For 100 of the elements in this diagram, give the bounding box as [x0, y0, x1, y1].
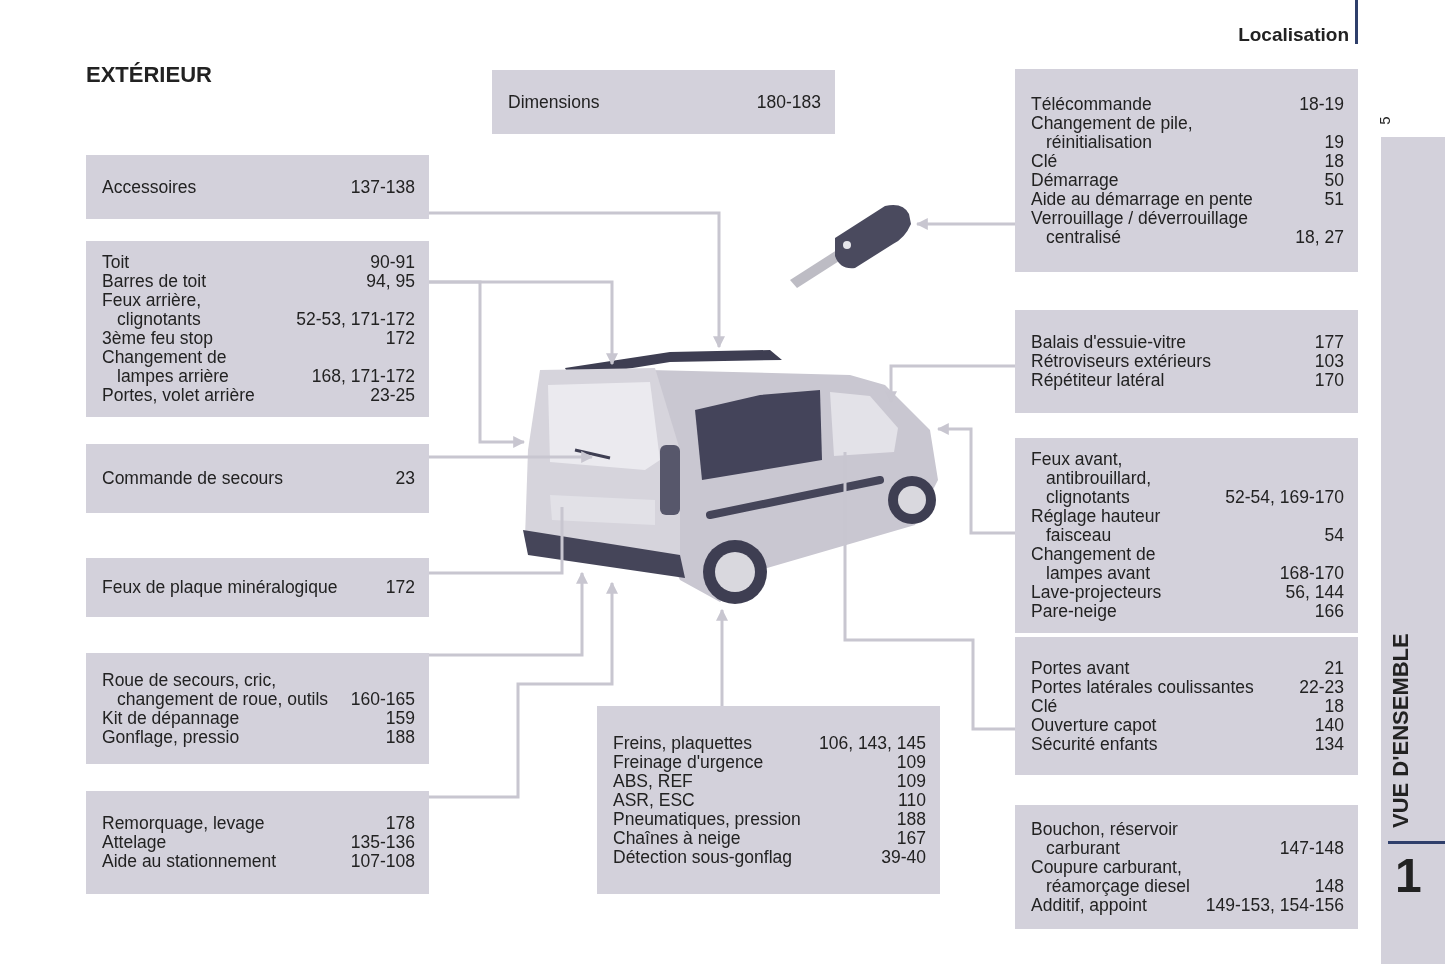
topic-text: Ouverture capot: [1031, 715, 1158, 735]
page-reference: 19: [1323, 132, 1344, 152]
page-reference: 21: [1323, 658, 1344, 678]
page-reference: 39-40: [880, 847, 926, 867]
arrow: [429, 211, 725, 349]
page-reference: 109: [895, 752, 926, 772]
topic-text: Détection sous-gonflag: [613, 847, 793, 867]
page-reference: 166: [1313, 602, 1344, 621]
page-reference: 18-19: [1298, 94, 1344, 114]
topic-text: 3ème feu stop: [102, 329, 214, 348]
page-reference: 178: [384, 814, 415, 833]
topic-text: Aide au démarrage en pente: [1031, 189, 1254, 209]
page-reference: 18: [1323, 696, 1344, 716]
index-panel: [1015, 310, 1358, 413]
topic-text: Changement de pile, réinitialisation: [1031, 113, 1194, 152]
arrow: [429, 451, 594, 463]
section-header: Localisation: [1238, 24, 1349, 46]
topic-text: Changement de lampes avant: [1031, 545, 1157, 583]
topic-text: Coupure carburant, réamorçage diesel: [1031, 857, 1191, 896]
page-reference: 94, 95: [365, 272, 415, 291]
page-reference: 56, 144: [1284, 583, 1344, 602]
topic-text: ABS, REF: [613, 771, 693, 791]
arrow: [429, 581, 618, 799]
page-reference: 109: [895, 771, 926, 791]
arrow: [429, 280, 526, 448]
topic-text: Changement de lampes arrière: [102, 348, 230, 386]
topic-text: Rétroviseurs extérieurs: [1031, 352, 1212, 371]
topic-text: Feux de plaque minéralogique: [102, 578, 339, 597]
topic-text: Pare-neige: [1031, 602, 1117, 621]
page-reference: 134: [1313, 734, 1344, 754]
page-reference: 103: [1314, 352, 1344, 371]
topic-text: Clé: [1031, 151, 1059, 171]
topic-text: Portes avant: [1031, 658, 1131, 678]
page-reference: 188: [384, 727, 415, 747]
topic-text: Feux avant, antibrouillard, clignotants: [1031, 450, 1153, 507]
section-title: EXTÉRIEUR: [86, 62, 212, 88]
page-reference: 172: [385, 578, 415, 597]
page-reference: 149-153, 154-156: [1205, 895, 1344, 915]
topic-text: Freins, plaquettes: [613, 733, 754, 753]
index-panel: [86, 444, 429, 513]
topic-text: Remorquage, levage: [102, 814, 266, 833]
page-reference: 137-138: [350, 177, 415, 197]
page-reference: 52-53, 171-172: [296, 310, 415, 329]
index-panel: [86, 558, 429, 617]
topic-text: Bouchon, réservoir carburant: [1031, 819, 1179, 858]
page-reference: 188: [895, 809, 926, 829]
topic-text: Kit de dépannage: [102, 708, 241, 728]
page-reference: 22-23: [1299, 677, 1344, 697]
topic-text: Feux arrière, clignotants: [102, 291, 203, 329]
topic-text: Commande de secours: [102, 469, 284, 488]
page-reference: 23-25: [369, 386, 415, 405]
index-panel: [86, 155, 429, 219]
page-reference: 90-91: [369, 253, 415, 272]
topic-text: Démarrage: [1031, 170, 1120, 190]
topic-text: Attelage: [102, 833, 167, 852]
page-reference: 140: [1313, 715, 1344, 735]
index-panel: [1015, 69, 1358, 272]
page-reference: 18, 27: [1295, 227, 1344, 247]
page-reference: 147-148: [1278, 838, 1344, 858]
arrow: [936, 423, 1015, 535]
leader-line: [843, 452, 1015, 731]
page-reference: 167: [895, 828, 926, 848]
page-reference: 177: [1314, 333, 1344, 352]
index-panel: [86, 653, 429, 764]
page-reference: 54: [1323, 526, 1344, 545]
topic-text: Portes latérales coulissantes: [1031, 677, 1255, 697]
page-reference: 180-183: [756, 92, 821, 112]
topic-text: Pneumatiques, pression: [613, 809, 802, 829]
page-reference: 52-54, 169-170: [1225, 488, 1344, 507]
page-reference: 170: [1314, 371, 1344, 390]
topic-text: Télécommande: [1031, 94, 1153, 114]
page-reference: 168, 171-172: [310, 367, 415, 386]
topic-text: ASR, ESC: [613, 790, 696, 810]
index-panel: [1015, 637, 1358, 775]
chapter-title: VUE D'ENSEMBLE: [1388, 632, 1414, 828]
topic-text: Lave-projecteurs: [1031, 583, 1163, 602]
index-panel: [1015, 438, 1358, 633]
topic-text: Additif, appoint: [1031, 895, 1148, 915]
topic-text: Accessoires: [102, 177, 198, 197]
chapter-number: 1: [1395, 848, 1422, 903]
page-reference: 51: [1323, 189, 1344, 209]
leader-line: [429, 507, 564, 575]
topic-text: Freinage d'urgence: [613, 752, 765, 772]
page-reference: 172: [384, 329, 415, 348]
page-reference: 148: [1313, 876, 1344, 896]
index-panel: [86, 241, 429, 417]
topic-text: Roue de secours, cric, changement de roue, outils: [102, 670, 330, 709]
page-reference: 159: [384, 708, 415, 728]
topic-text: Clé: [1031, 696, 1059, 716]
topic-text: Aide au stationnement: [102, 852, 278, 871]
index-panel: [86, 791, 429, 894]
page-reference: 160-165: [350, 689, 415, 709]
topic-text: Toit: [102, 253, 131, 272]
topic-text: Balais d'essuie-vitre: [1031, 333, 1188, 352]
arrow: [915, 218, 1015, 230]
page-reference: 50: [1323, 170, 1344, 190]
index-panel: [1015, 805, 1358, 929]
page-reference: 135-136: [350, 833, 415, 852]
topic-text: Gonflage, pressio: [102, 727, 241, 747]
page-reference: 18: [1323, 151, 1344, 171]
